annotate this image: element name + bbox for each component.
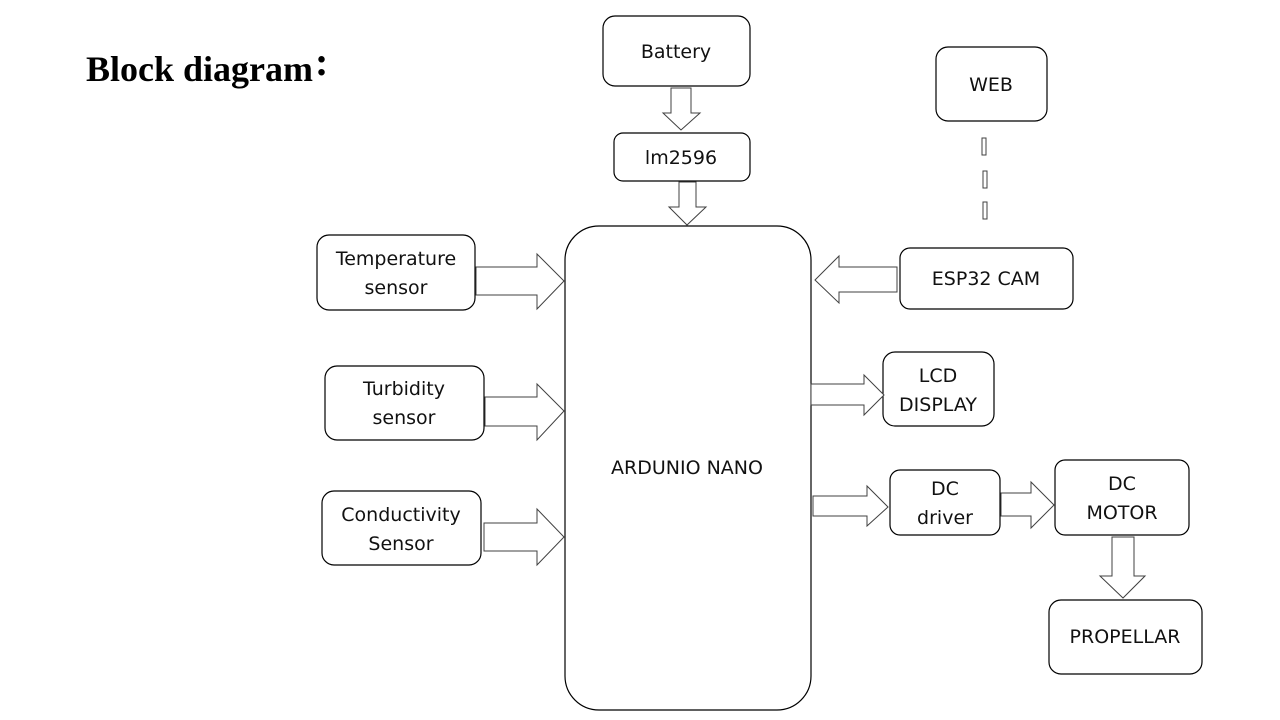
arrow-temperature-to-mcu bbox=[475, 252, 565, 311]
arrow-conductivity-to-mcu bbox=[483, 507, 565, 567]
arrow-mcu-to-driver bbox=[812, 484, 889, 528]
motor-label-line2: MOTOR bbox=[1086, 502, 1157, 524]
block-temperature-sensor: Temperature sensor bbox=[316, 234, 476, 311]
lcd-label-line1: LCD bbox=[919, 365, 957, 387]
driver-label-line2: driver bbox=[917, 507, 973, 529]
driver-label-line1: DC bbox=[931, 478, 959, 500]
title-text: Block diagram bbox=[86, 49, 314, 89]
temperature-label-line1: Temperature bbox=[335, 248, 456, 270]
arrow-turbidity-to-mcu bbox=[484, 382, 565, 442]
title-colon: : bbox=[315, 39, 329, 84]
block-dc-driver: DC driver bbox=[889, 469, 1001, 536]
block-battery-label: Battery bbox=[641, 41, 711, 63]
arrow-mcu-to-lcd bbox=[810, 373, 885, 417]
block-esp32-label: ESP32 CAM bbox=[932, 268, 1040, 290]
block-battery: Battery bbox=[602, 15, 751, 87]
block-lcd-display: LCD DISPLAY bbox=[882, 351, 995, 427]
lcd-label-line2: DISPLAY bbox=[899, 394, 977, 416]
temperature-label-line2: sensor bbox=[365, 277, 428, 299]
turbidity-label-line1: Turbidity bbox=[362, 378, 445, 400]
arrow-regulator-to-mcu bbox=[667, 181, 708, 226]
motor-label-line1: DC bbox=[1108, 473, 1136, 495]
arrow-battery-to-regulator bbox=[661, 87, 702, 131]
block-mcu-label: ARDUNIO NANO bbox=[611, 457, 763, 479]
block-propeller: PROPELLAR bbox=[1048, 599, 1203, 675]
block-regulator-label: lm2596 bbox=[645, 147, 717, 169]
block-propeller-label: PROPELLAR bbox=[1070, 626, 1181, 648]
block-dc-motor: DC MOTOR bbox=[1054, 459, 1190, 536]
block-web-label: WEB bbox=[969, 74, 1013, 96]
block-conductivity-sensor: Conductivity Sensor bbox=[321, 490, 482, 566]
conductivity-label-line2: Sensor bbox=[368, 533, 433, 555]
dashed-link-web-to-esp32 bbox=[981, 137, 988, 220]
block-turbidity-sensor: Turbidity sensor bbox=[324, 365, 485, 441]
arrow-driver-to-motor bbox=[1000, 480, 1055, 530]
block-regulator: lm2596 bbox=[613, 132, 751, 182]
turbidity-label-line2: sensor bbox=[373, 407, 436, 429]
block-esp32-cam: ESP32 CAM bbox=[899, 247, 1074, 310]
arrow-motor-to-propeller bbox=[1098, 536, 1147, 599]
block-mcu: ARDUNIO NANO bbox=[564, 225, 812, 711]
arrow-esp32-to-mcu bbox=[814, 254, 898, 305]
page-title: Block diagram: bbox=[86, 39, 328, 91]
conductivity-label-line1: Conductivity bbox=[341, 504, 460, 526]
block-web: WEB bbox=[935, 46, 1048, 122]
